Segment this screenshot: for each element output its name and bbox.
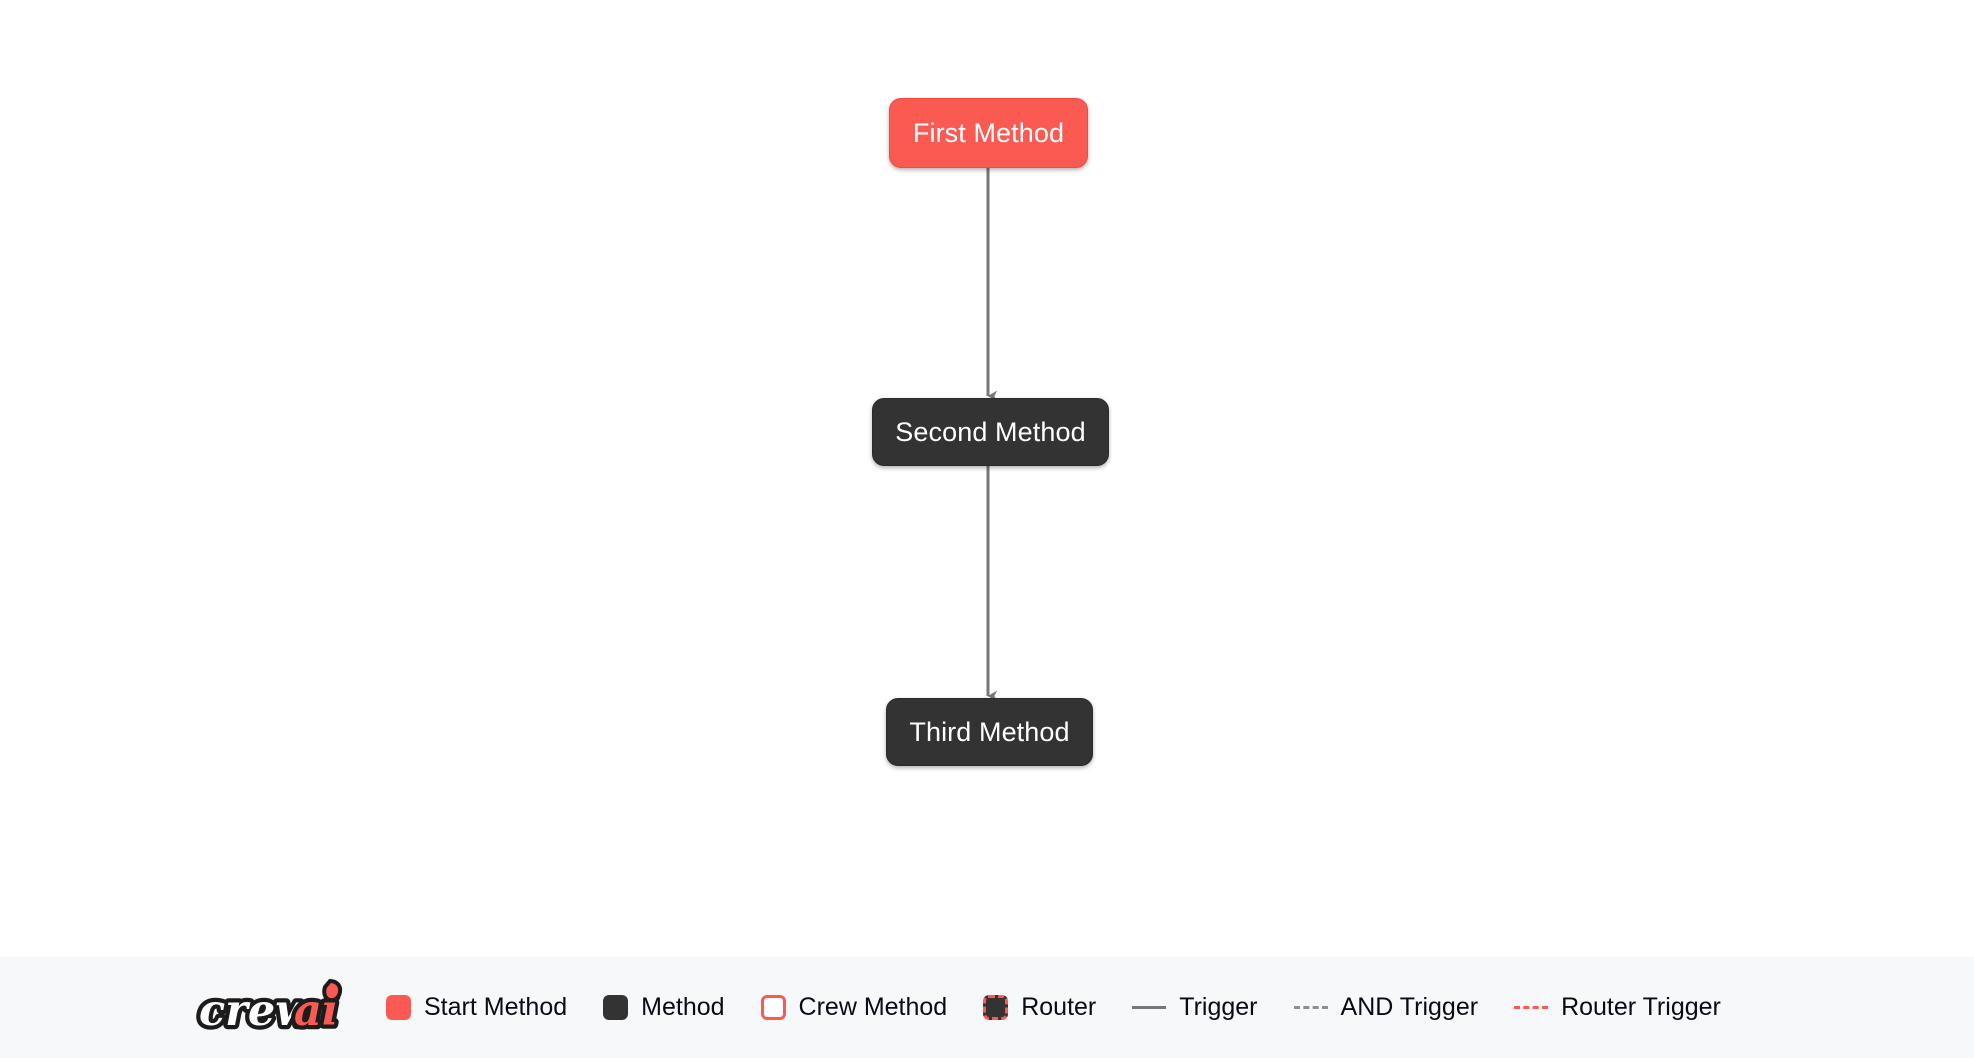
- router-trigger-line-icon: [1514, 1006, 1549, 1009]
- legend-item-and-trigger: AND Trigger: [1293, 993, 1479, 1021]
- flow-node-label: First Method: [912, 117, 1065, 148]
- legend-item-trigger: Trigger: [1132, 993, 1258, 1021]
- legend-label: Router Trigger: [1561, 993, 1721, 1021]
- legend-bar: crew crew ai ai Start Method Method Crew…: [0, 957, 1974, 1058]
- legend-item-router-trigger: Router Trigger: [1514, 995, 1721, 1020]
- flow-canvas[interactable]: First Method Second Method Third Method: [0, 0, 1974, 957]
- legend-item-crew-method: Crew Method: [760, 993, 948, 1021]
- crew-method-swatch-icon: [760, 995, 786, 1020]
- legend-label: Trigger: [1179, 993, 1258, 1021]
- logo-dot: [322, 978, 343, 1002]
- legend-item-method: Method: [603, 993, 725, 1021]
- legend-label: Crew Method: [798, 993, 948, 1021]
- crewai-logo: crew crew ai ai: [196, 978, 343, 1039]
- and-trigger-line-icon: [1293, 1006, 1328, 1009]
- flow-node-first-method[interactable]: First Method: [889, 98, 1088, 168]
- legend-label: Start Method: [424, 993, 568, 1021]
- router-swatch-icon: [983, 995, 1009, 1020]
- start-method-swatch-icon: [386, 995, 411, 1020]
- legend-item-start-method: Start Method: [386, 995, 567, 1020]
- method-swatch-icon: [603, 995, 629, 1020]
- flow-node-second-method[interactable]: Second Method: [872, 398, 1109, 466]
- flow-node-label: Second Method: [895, 416, 1086, 447]
- svg-text:crew: crew: [199, 986, 314, 1036]
- legend-label: Router: [1021, 993, 1097, 1021]
- flow-node-label: Third Method: [909, 716, 1070, 747]
- trigger-line-icon: [1132, 1006, 1167, 1009]
- flow-node-third-method[interactable]: Third Method: [886, 698, 1093, 766]
- legend-label: Method: [641, 993, 725, 1021]
- legend-label: AND Trigger: [1340, 993, 1479, 1021]
- svg-text:crew: crew: [199, 986, 314, 1036]
- legend-item-router: Router: [983, 995, 1096, 1020]
